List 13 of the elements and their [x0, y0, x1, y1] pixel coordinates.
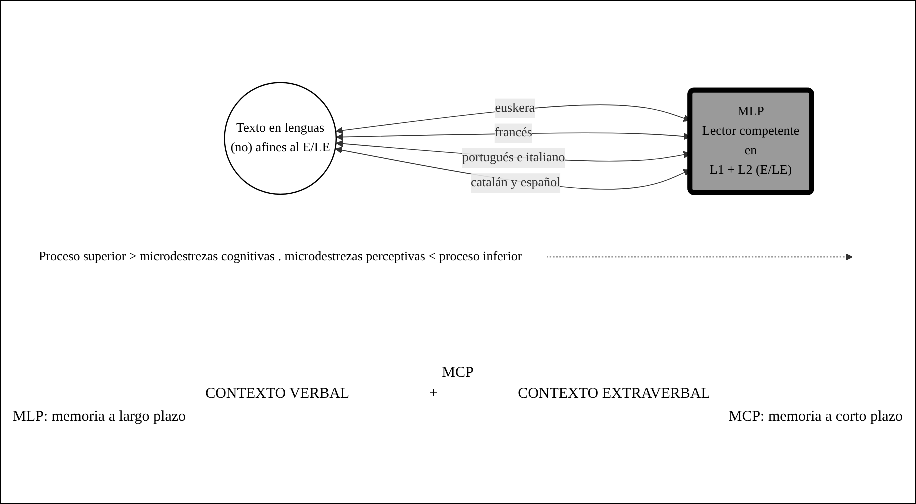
- abbreviation-note: MLP: memoria a largo plazo: [13, 409, 186, 426]
- edge-label: euskera: [495, 101, 536, 116]
- context-label: CONTEXTO VERBAL: [206, 386, 350, 403]
- edge-label: francés: [494, 126, 532, 140]
- edge-label: catalán y español: [470, 176, 561, 190]
- arrow: [546, 254, 853, 261]
- edge-label: portugués e italiano: [462, 150, 566, 165]
- bracket-label: MCP: [442, 365, 474, 382]
- abbreviation-note: MCP: memoria a corto plazo: [728, 409, 903, 426]
- context-label: +: [430, 386, 438, 403]
- node-circle: Texto en lenguas (no) afines al E/LE: [224, 82, 338, 196]
- node-text: Proceso superior > microdestrezas cognitivas . microdestrezas perceptivas < proceso inferior: [38, 250, 522, 264]
- context-label: CONTEXTO EXTRAVERBAL: [518, 386, 710, 403]
